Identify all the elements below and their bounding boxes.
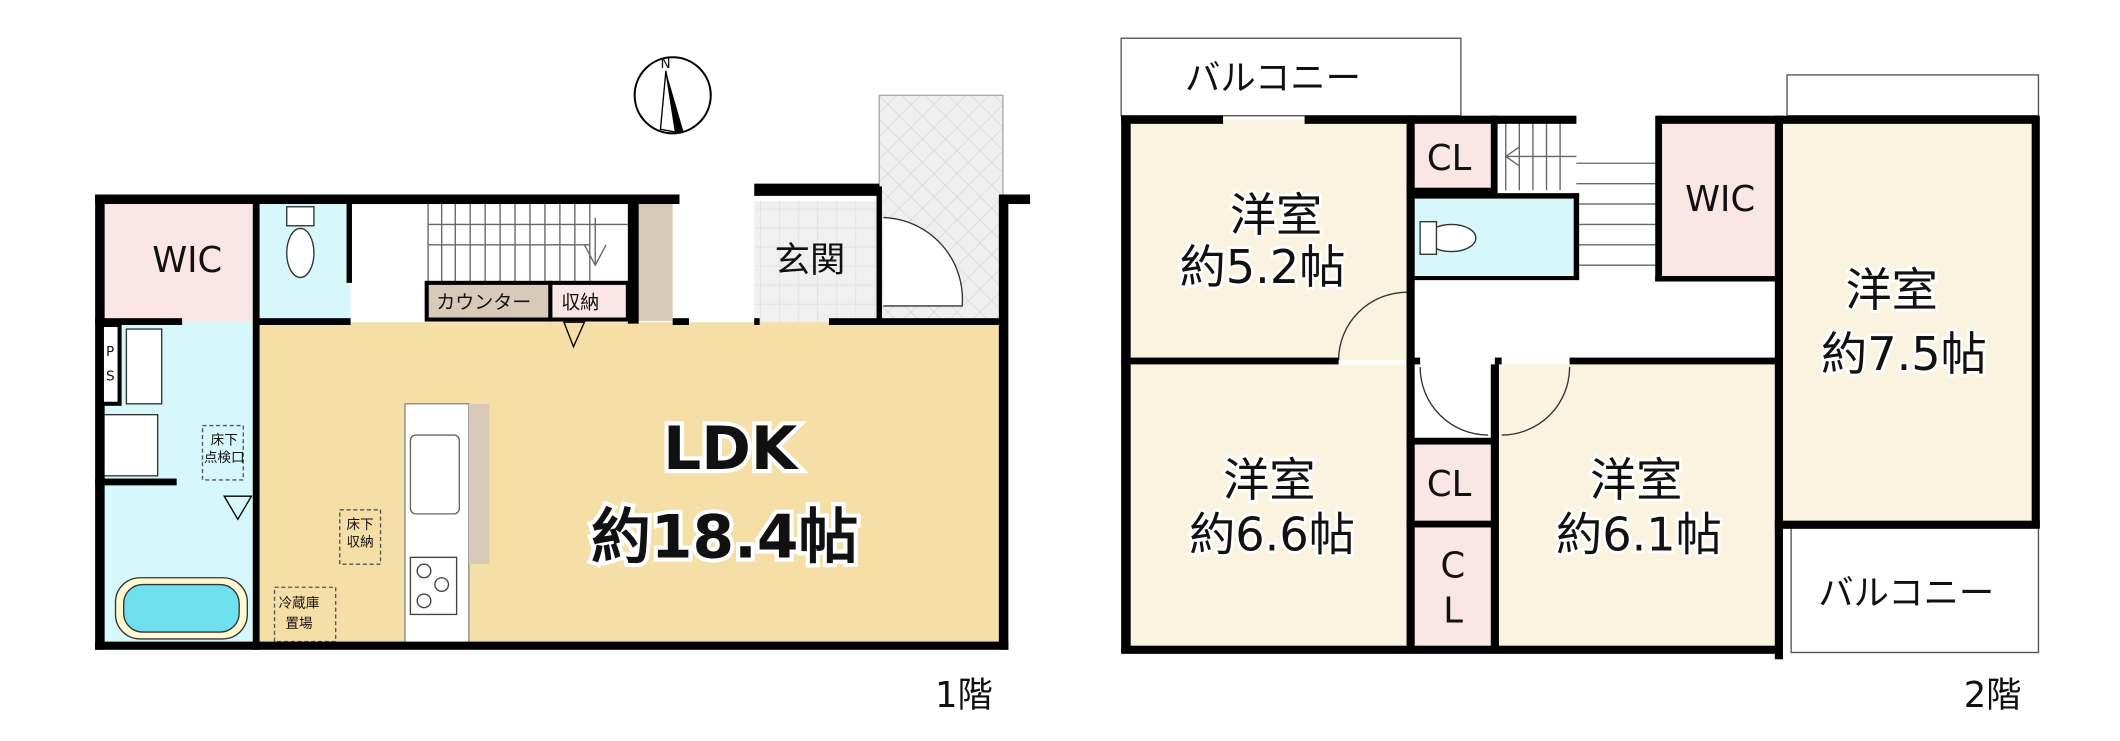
- room-label-western-6-6: 洋室: [1223, 453, 1315, 507]
- storage-box: [548, 280, 630, 322]
- compass-north-label: N: [660, 56, 670, 72]
- stairs-2f: [1504, 119, 1658, 266]
- room-label-western-6-1: 洋室: [1590, 453, 1682, 507]
- underfloor-inspection-label-2: 点検口: [204, 450, 245, 466]
- room-label-cl-3-bottom: L: [1443, 591, 1463, 632]
- counter-label: カウンター: [436, 292, 531, 314]
- room-label-entrance: 玄関: [775, 240, 846, 281]
- underfloor-storage-label-1: 床下: [347, 517, 374, 533]
- room-label-cl-1: CL: [1427, 138, 1472, 179]
- room-wic-2f: [1660, 119, 1783, 279]
- room-size-ldk: 約18.4帖: [591, 503, 858, 572]
- stove-icon: [409, 556, 458, 616]
- room-western-7-5: [1782, 119, 2039, 524]
- underfloor-storage-label-2: 収納: [347, 534, 374, 550]
- balcony-right-rail: [1786, 74, 2040, 117]
- room-size-western-7-5: 約7.5帖: [1821, 327, 1987, 381]
- room-label-wic-2f: WIC: [1685, 179, 1755, 220]
- underfloor-inspection-label-1: 床下: [211, 433, 238, 449]
- balcony-top: [1120, 37, 1462, 117]
- door-arc-6-1: [1501, 367, 1571, 436]
- fridge-label-2: 置場: [285, 616, 313, 632]
- washbasin-icon: [125, 328, 163, 405]
- fridge-label-1: 冷蔵庫: [279, 596, 320, 612]
- door-arc-5-2: [1337, 291, 1407, 361]
- room-size-western-6-6: 約6.6帖: [1189, 508, 1355, 562]
- room-cl-2: [1413, 441, 1495, 524]
- room-ldk: [258, 322, 1006, 646]
- balcony-right: [1790, 526, 2040, 654]
- room-size-western-5-2: 約5.2帖: [1180, 240, 1346, 294]
- room-cl-1: [1413, 119, 1495, 191]
- kitchen-backsplash: [468, 403, 490, 565]
- room-label-ldk: LDK: [663, 415, 800, 484]
- ps-label-2: S: [106, 369, 115, 385]
- ps-shaft: [99, 322, 122, 406]
- sink-icon: [409, 434, 461, 515]
- balcony-top-label: バルコニー: [1185, 58, 1361, 99]
- room-label-cl-3-top: C: [1441, 546, 1466, 587]
- floor-1: N カウンター 収納 床下 点検: [95, 56, 1031, 716]
- room-label-western-5-2: 洋室: [1230, 188, 1322, 242]
- storage-column: [638, 204, 673, 321]
- compass-icon: N: [633, 56, 712, 135]
- washing-machine-icon: [102, 413, 159, 477]
- walls-1f: [95, 183, 1031, 650]
- room-size-western-6-1: 約6.1帖: [1556, 508, 1722, 562]
- room-entrance: [754, 201, 877, 323]
- room-label-wic-1f: WIC: [152, 240, 222, 281]
- room-western-6-6: [1127, 364, 1411, 650]
- balcony-right-label: バルコニー: [1818, 573, 1994, 614]
- walls-2f: [1121, 115, 2040, 660]
- floor-label-2f: 2階: [1964, 675, 2022, 716]
- ps-label-1: P: [106, 344, 114, 360]
- floor-2: バルコニー バルコニー: [1120, 37, 2040, 716]
- room-western-5-2: [1127, 119, 1411, 361]
- room-cl-3: [1413, 523, 1495, 650]
- room-label-cl-2: CL: [1427, 464, 1472, 505]
- entrance-door: [883, 216, 964, 307]
- storage-label: 収納: [561, 292, 599, 314]
- room-wic-1f: [100, 201, 259, 323]
- room-label-western-7-5: 洋室: [1845, 263, 1937, 317]
- toilet-icon: [286, 227, 315, 279]
- door-arc-6-6: [1419, 367, 1489, 436]
- floor-label-1f: 1階: [935, 675, 993, 716]
- stairs-1f: [427, 204, 628, 283]
- room-western-6-1: [1494, 364, 1781, 650]
